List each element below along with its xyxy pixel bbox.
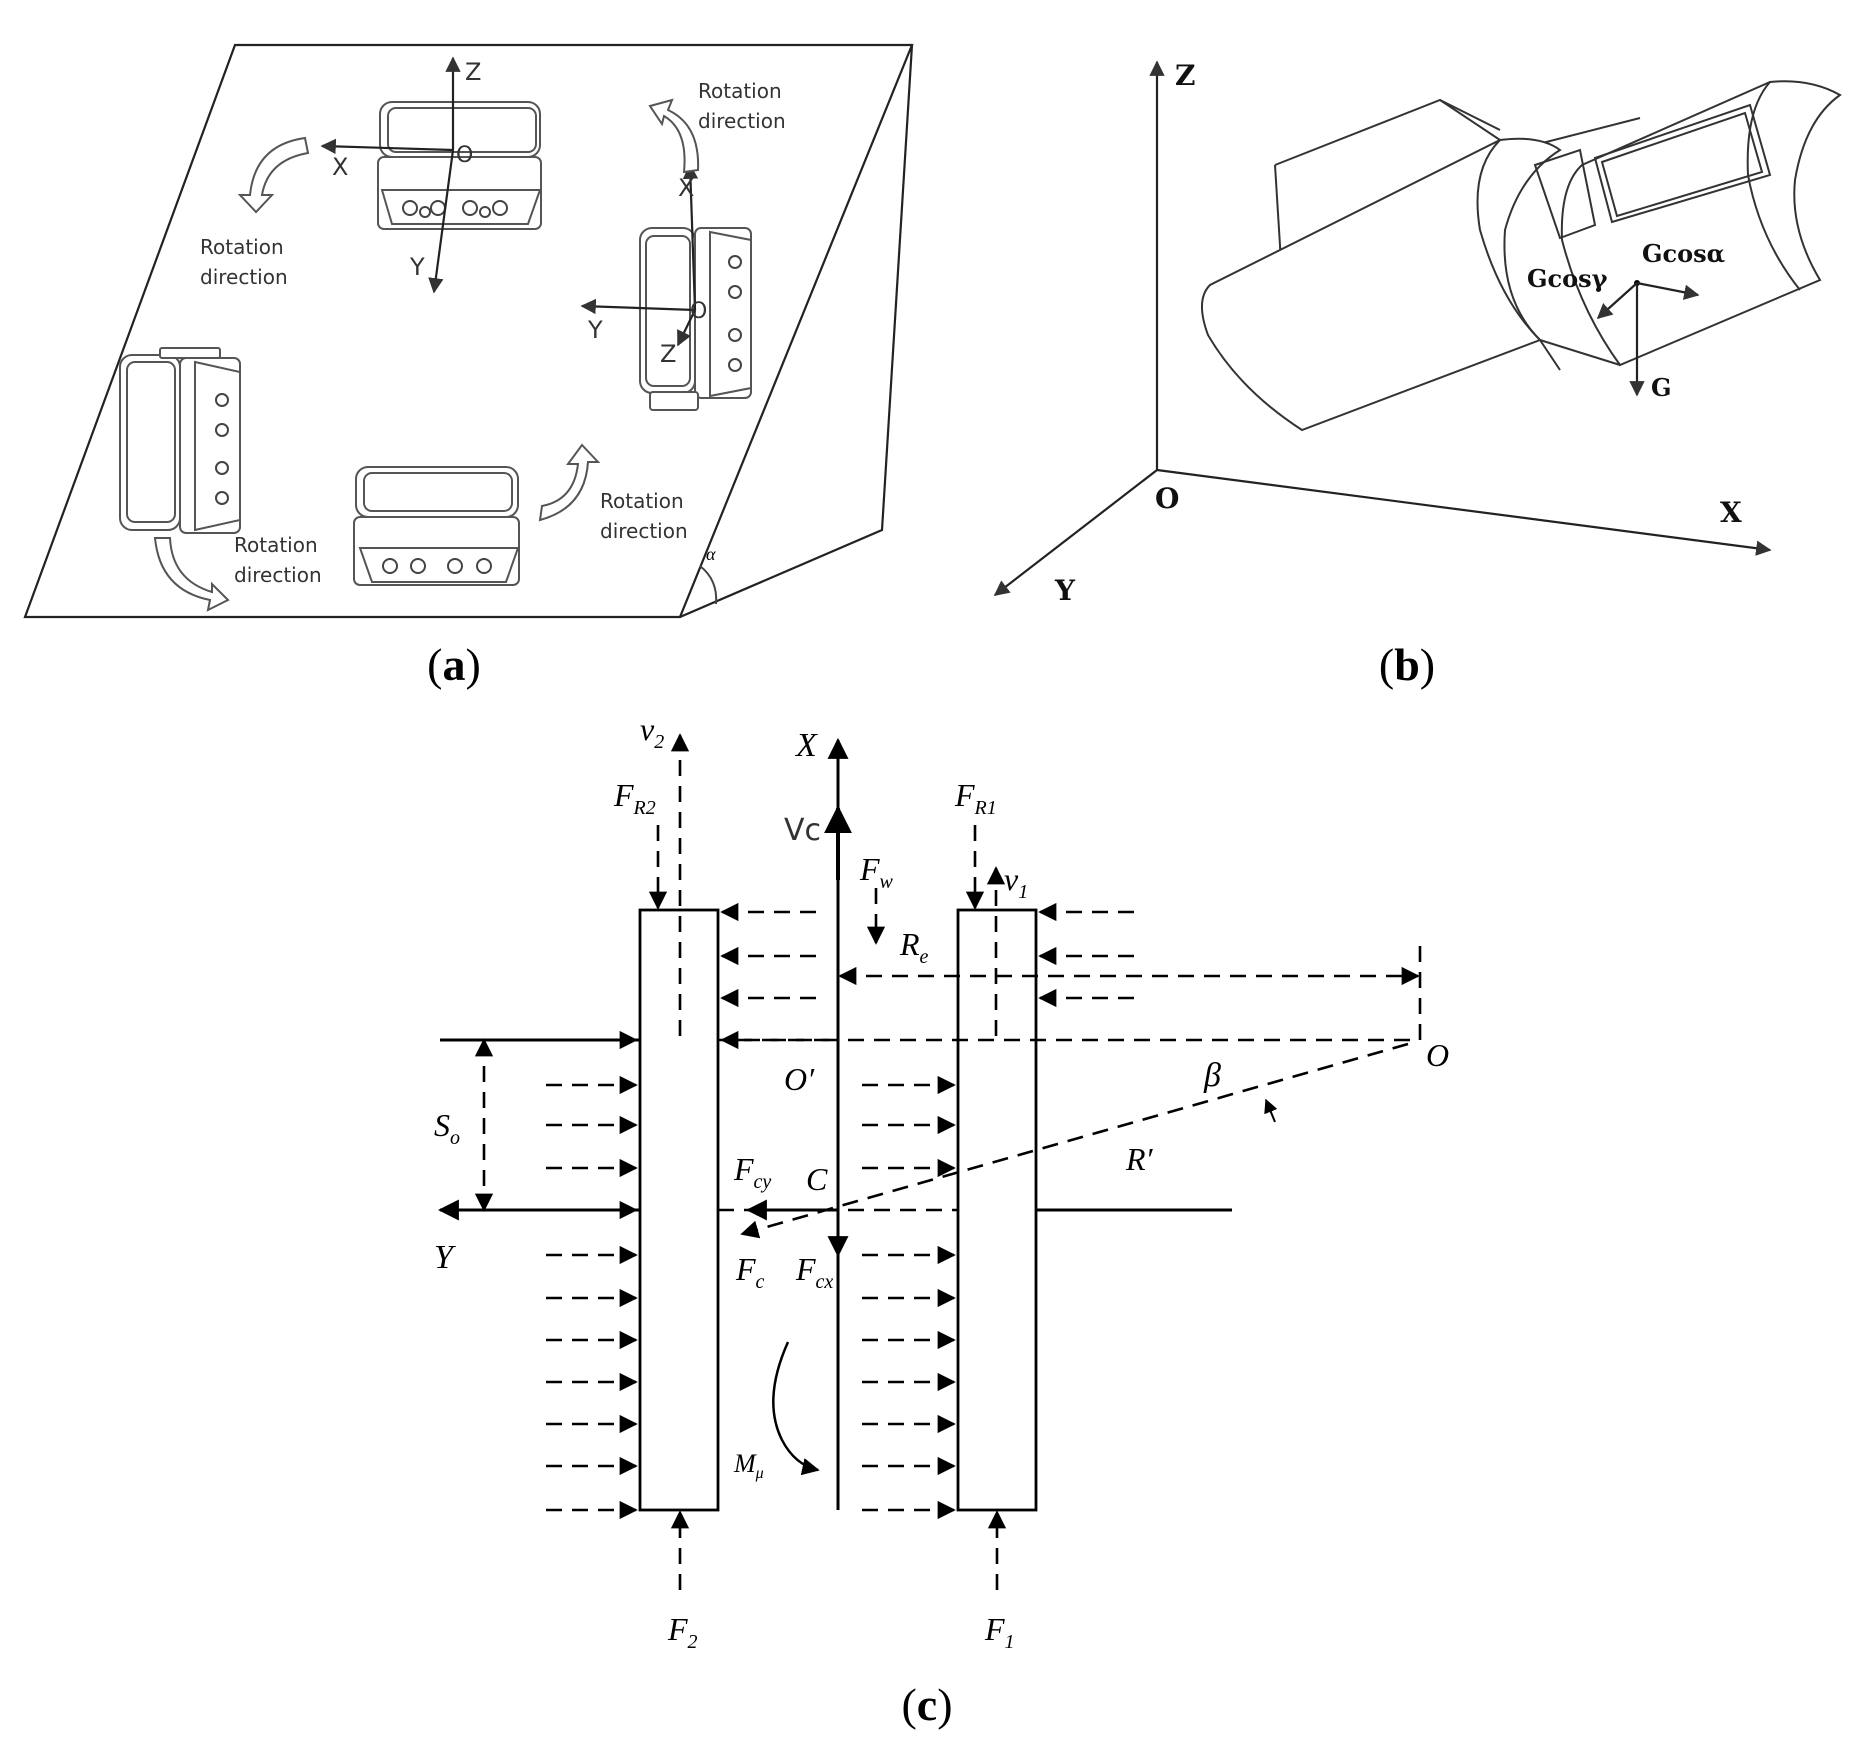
force-g-label: G <box>1651 373 1672 402</box>
right-track-upper-arrows <box>1038 902 1134 1008</box>
robot-top-z-label: Z <box>465 58 481 86</box>
axis-x-label: X <box>1720 496 1742 529</box>
label-so: So <box>434 1107 460 1149</box>
label-x-axis: X <box>794 727 818 764</box>
robot-right-x-label: X <box>678 174 694 202</box>
rotation-label-1: Rotation <box>200 235 284 259</box>
beta-arrow <box>1264 1098 1278 1123</box>
label-fr2: FR2 <box>613 777 656 819</box>
robot-right-y-label: Y <box>587 316 603 344</box>
rotation-label-1b: direction <box>200 265 288 289</box>
rotation-label-3b: direction <box>600 519 688 543</box>
robot-top-y-label: Y <box>409 253 425 281</box>
robot-right-x-axis <box>682 163 699 311</box>
rotation-arrow-top-left <box>237 136 310 214</box>
rotation-label-3: Rotation <box>600 489 684 513</box>
label-fc: Fc <box>735 1251 765 1293</box>
panel-a-caption: (a) <box>427 639 481 690</box>
robot-right-o-label: O <box>690 299 707 324</box>
force-gcos-alpha-arrow <box>1636 281 1700 300</box>
robot-right-z-label: Z <box>660 340 676 368</box>
plane-side-face <box>679 44 914 619</box>
robot-top-x-axis <box>320 138 454 155</box>
rotation-arrow-bottom-left <box>153 537 230 612</box>
rotation-label-4: Rotation <box>234 533 318 557</box>
left-side-arrows <box>546 1075 638 1520</box>
label-c: C <box>806 1161 828 1197</box>
robot-3d <box>1201 80 1842 432</box>
rotation-label-2b: direction <box>698 109 786 133</box>
robot-top-x-label: X <box>332 153 348 181</box>
label-f1: F1 <box>984 1611 1015 1653</box>
robot-top <box>377 101 542 230</box>
moment-arc <box>772 1341 820 1476</box>
middle-arrows <box>862 1075 956 1520</box>
axis-x <box>1156 468 1772 556</box>
axis-origin-label: O <box>1155 482 1179 515</box>
label-v2: v2 <box>640 711 664 753</box>
label-o: O <box>1426 1037 1449 1073</box>
label-v1: v1 <box>1004 861 1028 903</box>
rotation-arrow-bottom-right <box>538 443 601 522</box>
robot-top-o-label: O <box>456 143 473 168</box>
label-re: Re <box>899 926 929 968</box>
force-gcos-alpha-label: Gcosα <box>1642 239 1725 268</box>
force-gcos-gamma-label: Gcosγ <box>1527 264 1608 293</box>
label-r-prime: R′ <box>1125 1141 1154 1177</box>
label-fcx: Fcx <box>795 1251 833 1293</box>
force-gcos-gamma-arrow <box>1596 282 1638 320</box>
rotation-arrow-top-right <box>648 98 700 174</box>
label-fw: Fw <box>859 851 894 893</box>
label-fcy: Fcy <box>733 1151 771 1193</box>
axis-z-label: Z <box>1175 59 1195 92</box>
panel-b: Z X Y O G Gcosα Gcosγ (b) <box>993 59 1842 690</box>
rotation-label-4b: direction <box>234 563 322 587</box>
robot-right-y-axis <box>580 298 696 315</box>
panel-a: α Z X Y O X Y <box>23 43 914 690</box>
label-f2: F2 <box>667 1611 698 1653</box>
robot-top-y-axis <box>428 149 455 294</box>
axis-y-label: Y <box>1054 574 1076 607</box>
panel-c-caption: (c) <box>901 1679 952 1730</box>
angle-alpha-label: α <box>706 544 716 564</box>
label-fr1: FR1 <box>954 777 997 819</box>
label-beta: β <box>1203 1057 1221 1094</box>
axis-y <box>993 469 1158 596</box>
panel-c: X Y v2 FR2 Vc FR1 v1 Fw Re O′ O β R′ So … <box>434 711 1449 1730</box>
robot-bottom <box>353 466 520 586</box>
label-vc: Vc <box>784 813 821 848</box>
label-moment: Mμ <box>733 1449 764 1482</box>
label-y-axis: Y <box>434 1239 456 1276</box>
r-prime-line <box>740 1042 1409 1239</box>
robot-right-z-axis <box>677 309 696 347</box>
label-o-prime: O′ <box>784 1061 815 1097</box>
rotation-label-2: Rotation <box>698 79 782 103</box>
robot-right <box>639 227 752 411</box>
panel-b-caption: (b) <box>1379 639 1435 690</box>
robot-left <box>119 347 241 534</box>
left-track-upper-arrows <box>720 902 830 1050</box>
angle-arc <box>699 565 718 605</box>
